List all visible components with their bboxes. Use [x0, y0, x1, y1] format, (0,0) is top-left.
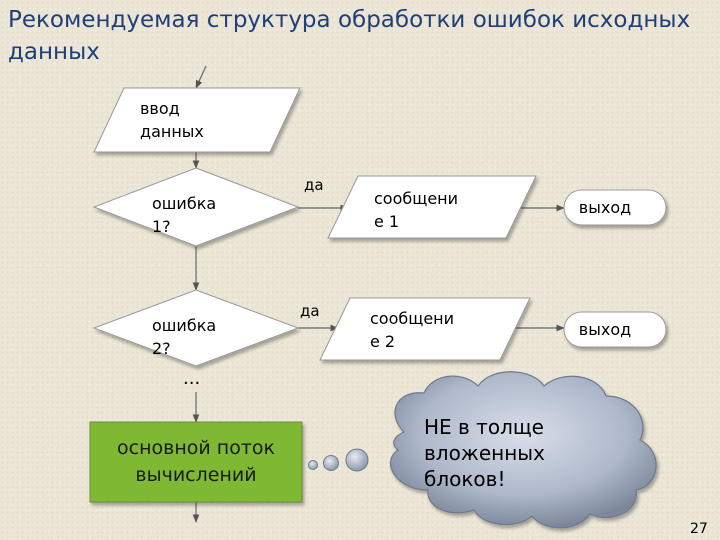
- message1-block: [327, 175, 537, 239]
- main-flow-label-line2: вычислений: [135, 464, 257, 486]
- callout-cloud: [389, 371, 657, 529]
- thought-bubble-small: [308, 460, 318, 470]
- page-number: 27: [690, 521, 708, 537]
- message1-label-line1: сообщени: [374, 189, 459, 208]
- error1-decision: [92, 167, 300, 247]
- ellipsis-label: ...: [183, 368, 201, 389]
- thought-bubbles: [308, 448, 369, 472]
- input-data-label-line2: данных: [140, 122, 204, 141]
- connectors: [192, 65, 565, 523]
- connector-title-to-input: [195, 65, 207, 89]
- exit1-label: выход: [578, 198, 632, 217]
- callout-text-line2: вложенных: [424, 441, 545, 465]
- error2-label-line1: ошибка: [152, 316, 217, 335]
- message2-label-line1: сообщени: [370, 309, 455, 328]
- main-flow-block: [89, 421, 303, 503]
- input-data-block: [93, 87, 301, 153]
- thought-bubble-large: [345, 448, 369, 472]
- callout-text-line1: НЕ в толще: [424, 415, 544, 439]
- error1-label-line1: ошибка: [152, 194, 217, 213]
- error2-label-line2: 2?: [152, 339, 171, 358]
- thought-bubble-medium: [323, 455, 339, 471]
- error1-label-line2: 1?: [152, 217, 171, 236]
- main-flow-label-line1: основной поток: [117, 437, 275, 459]
- message2-label-line2: е 2: [370, 332, 396, 351]
- yes1-label: да: [304, 176, 324, 194]
- input-data-label-line1: ввод: [140, 99, 180, 118]
- exit2-terminal: [563, 311, 667, 348]
- exit1-terminal: [563, 189, 667, 226]
- message2-block: [319, 297, 531, 361]
- exit2-label: выход: [578, 320, 632, 339]
- yes2-label: да: [300, 302, 320, 320]
- slide-title: Рекомендуемая структура обработки ошибок…: [8, 7, 691, 65]
- callout-text-line3: блоков!: [424, 467, 506, 491]
- error2-decision: [92, 289, 300, 367]
- message1-label-line2: е 1: [374, 212, 400, 231]
